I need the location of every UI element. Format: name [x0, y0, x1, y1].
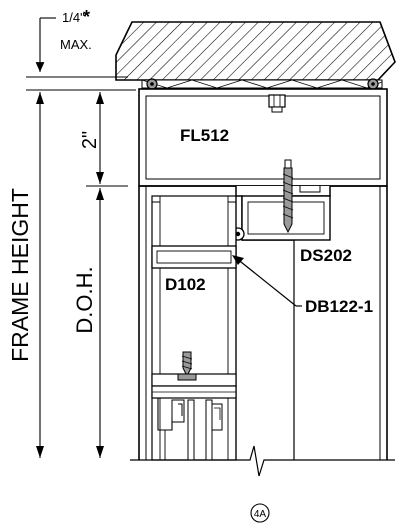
break-line	[130, 445, 395, 477]
head-dimension-label: 2"	[79, 131, 101, 149]
frame-head-fl512	[138, 88, 388, 187]
fl512-label: FL512	[180, 126, 229, 145]
sealant-bead-left	[146, 78, 158, 90]
structure-block	[115, 21, 396, 81]
detail-tag-circle	[250, 503, 270, 523]
db122-leader	[232, 255, 302, 307]
dimension-lines	[26, 17, 136, 458]
ds202-label: DS202	[300, 246, 352, 265]
sealant-bead-right	[367, 78, 379, 90]
doh-label: D.O.H.	[72, 266, 97, 333]
frame-height-label: FRAME HEIGHT	[7, 188, 33, 362]
gap-note-marker: *	[83, 7, 90, 27]
gap-dimension-label: 1/4"	[62, 10, 85, 25]
gap-max-label: MAX.	[60, 37, 92, 52]
d102-label: D102	[165, 275, 206, 294]
anchor-nut	[268, 94, 286, 113]
glazing-stops	[157, 398, 223, 461]
rail-screw	[177, 351, 197, 381]
db122-label: DB122-1	[305, 297, 373, 316]
head-screw	[282, 159, 294, 234]
detail-tag-label: 4A	[254, 509, 267, 520]
frame-jamb	[138, 186, 388, 460]
door-stop-ds202	[235, 186, 331, 241]
shim-strip	[141, 79, 383, 89]
